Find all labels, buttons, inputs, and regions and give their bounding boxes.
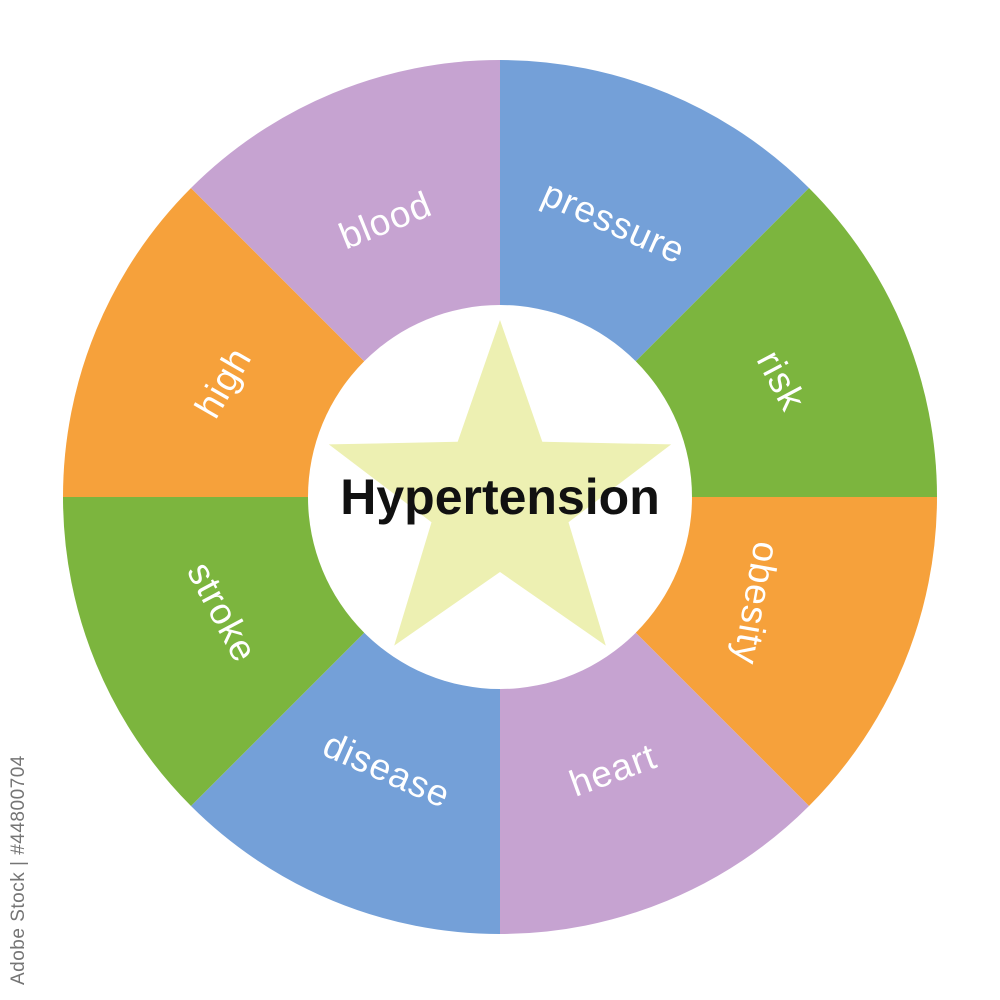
- center-title: Hypertension: [340, 469, 660, 525]
- star-icon: [328, 320, 672, 646]
- watermark: Adobe Stock | #44800704: [8, 755, 29, 985]
